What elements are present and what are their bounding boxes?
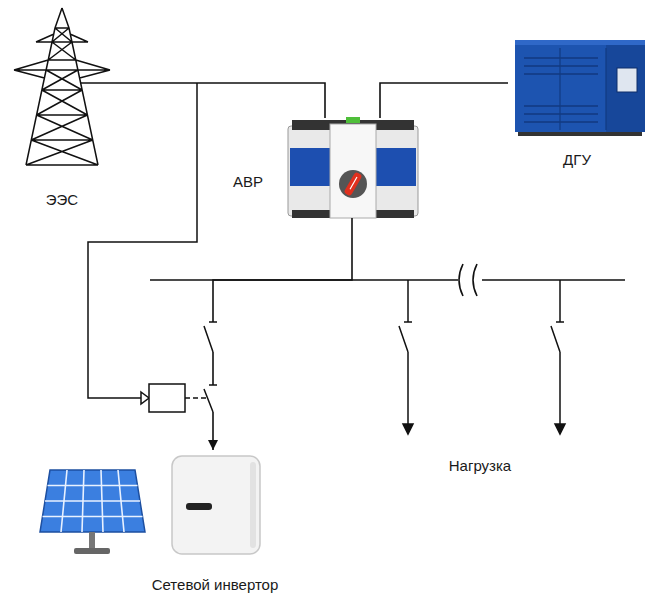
load-feeder xyxy=(399,280,413,434)
switch-blue-panel xyxy=(290,148,332,186)
node-label: ДГУ xyxy=(563,151,591,169)
inverter-device xyxy=(172,456,260,554)
transfer-switch xyxy=(288,117,418,218)
grid-source: ЭЭС xyxy=(8,5,116,217)
transfer-switch-node: АВР xyxy=(222,118,422,218)
bus-break xyxy=(459,264,477,296)
control-arrowhead xyxy=(141,392,149,404)
tower-wire-stub xyxy=(81,82,116,84)
control-dashed-link xyxy=(185,397,206,399)
switch-handle-line xyxy=(350,177,357,189)
inverter-edge xyxy=(250,462,256,548)
generator-body xyxy=(515,45,645,132)
transmission-tower xyxy=(14,8,116,165)
generator-panel xyxy=(617,68,637,92)
panel-post xyxy=(89,532,95,549)
switch-center-module xyxy=(330,124,376,218)
inverter-slot xyxy=(186,503,212,510)
node-label: АВР xyxy=(233,173,263,191)
load-feeder xyxy=(551,280,565,434)
switch-knob xyxy=(339,170,367,198)
control-line xyxy=(88,83,206,412)
generator-vents xyxy=(524,58,598,122)
node-label: ЭЭС xyxy=(46,191,78,209)
diesel-generator xyxy=(515,40,645,136)
load-arrowhead xyxy=(555,424,565,434)
load-label: Нагрузка xyxy=(449,457,511,475)
free-label-text: Нагрузка xyxy=(449,457,511,475)
tower-frame xyxy=(14,8,110,165)
panel-grid xyxy=(43,470,143,532)
generator-door-lines xyxy=(560,48,606,130)
control-relay-box xyxy=(149,384,185,412)
wire-connector xyxy=(116,83,325,118)
generator-base xyxy=(518,132,642,136)
load-arrowhead xyxy=(403,424,413,434)
switch-handle xyxy=(344,172,363,197)
wire-connector xyxy=(213,218,352,450)
generator-side xyxy=(606,45,645,132)
switch-blue-panel xyxy=(374,148,416,186)
node-label: Сетевой инвертор xyxy=(152,576,279,594)
switch-green-tab xyxy=(346,117,360,123)
panel-surface xyxy=(40,470,145,532)
inverter-body xyxy=(172,456,260,554)
solar-panel xyxy=(40,470,145,554)
panel-base xyxy=(74,548,110,554)
inverter-node: Сетевой инвертор xyxy=(28,450,308,597)
generator-node: ДГУ xyxy=(508,36,650,172)
breaker-symbol xyxy=(204,322,217,352)
wire-connector xyxy=(380,83,508,118)
